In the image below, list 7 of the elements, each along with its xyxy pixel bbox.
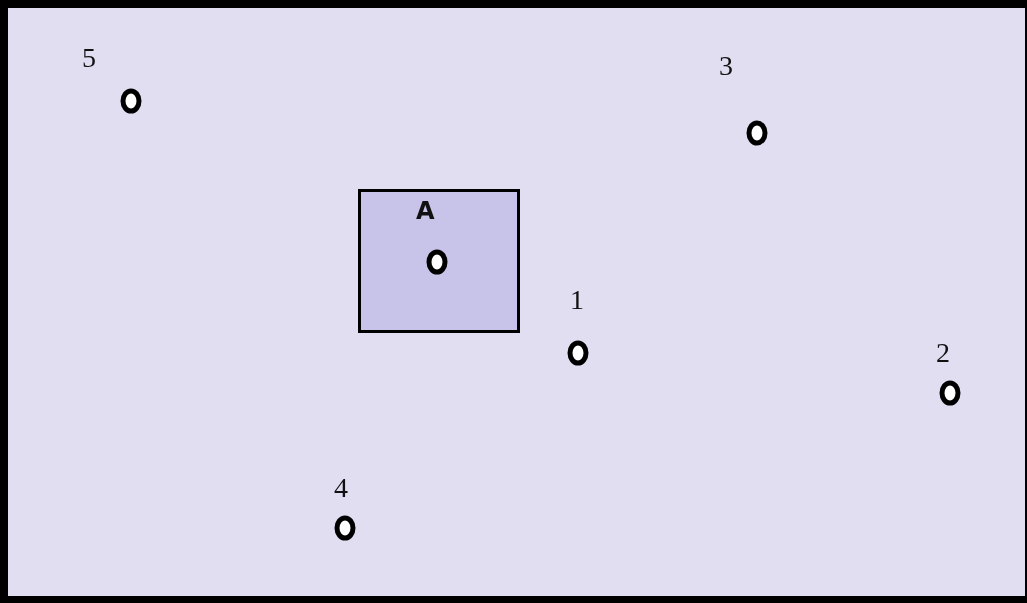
highlight-box: [358, 189, 520, 333]
point-number: 3: [719, 52, 733, 80]
box-label: A: [416, 199, 435, 223]
point-number: 1: [570, 286, 584, 314]
point-number: 4: [334, 474, 348, 502]
point-number: 2: [936, 339, 950, 367]
point-number: 5: [82, 44, 96, 72]
